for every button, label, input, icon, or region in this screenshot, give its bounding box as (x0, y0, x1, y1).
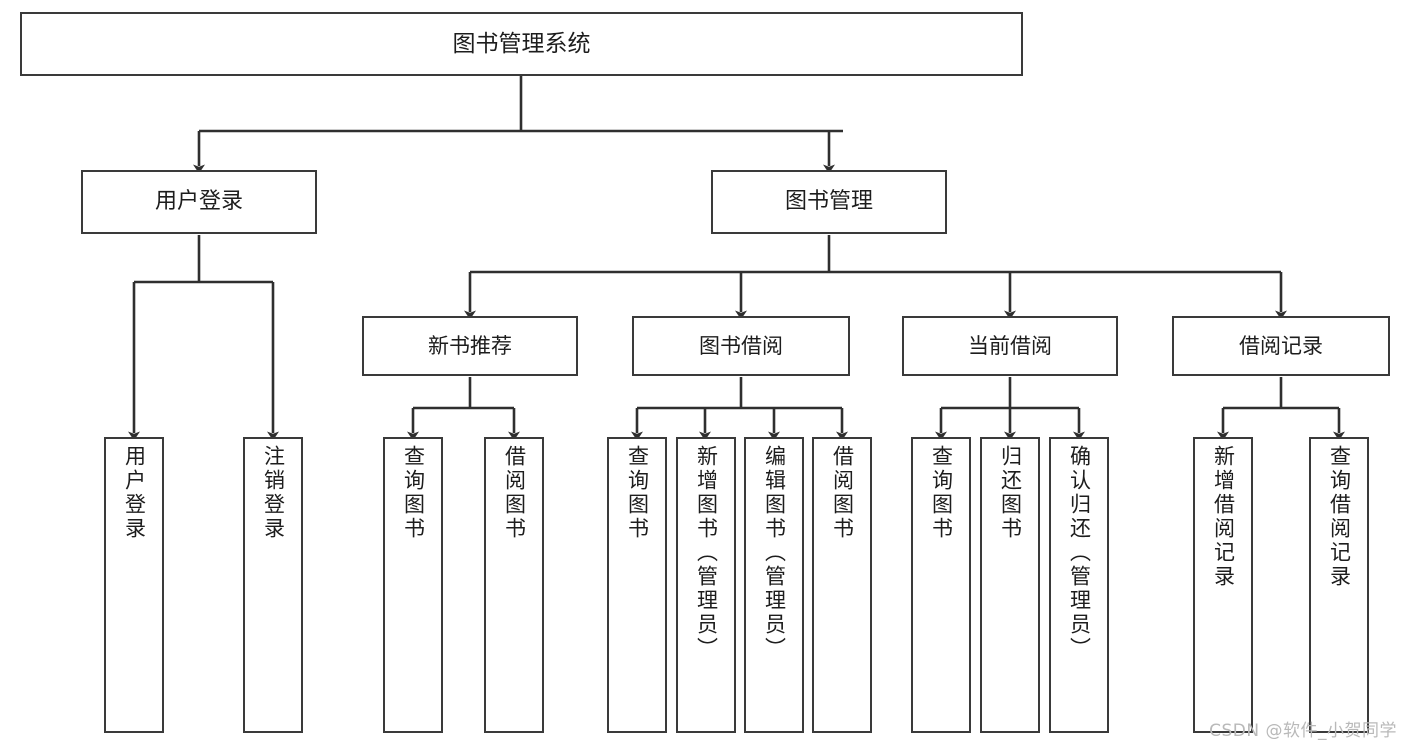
node-book-borrow[interactable]: 图书借阅 (632, 316, 850, 376)
node-leaf-confirm-return-label: 确认归还（管理员） (1067, 445, 1092, 661)
node-leaf-add-book[interactable]: 新增图书（管理员） (676, 437, 736, 733)
node-leaf-user-login-label: 用户登录 (122, 445, 147, 541)
node-leaf-logout-label: 注销登录 (261, 445, 286, 541)
node-book-management[interactable]: 图书管理 (711, 170, 947, 234)
node-leaf-query-borrow-record[interactable]: 查询借阅记录 (1309, 437, 1369, 733)
node-new-book-recommend-label: 新书推荐 (428, 333, 512, 358)
node-root-book-management-system[interactable]: 图书管理系统 (20, 12, 1023, 76)
node-leaf-query-borrow-record-label: 查询借阅记录 (1327, 445, 1352, 589)
node-borrow-record-label: 借阅记录 (1239, 333, 1323, 358)
node-leaf-return-book[interactable]: 归还图书 (980, 437, 1040, 733)
node-leaf-edit-book[interactable]: 编辑图书（管理员） (744, 437, 804, 733)
node-leaf-add-borrow-record[interactable]: 新增借阅记录 (1193, 437, 1253, 733)
node-leaf-query-book-borrow-label: 查询图书 (625, 445, 650, 541)
node-leaf-logout[interactable]: 注销登录 (243, 437, 303, 733)
node-leaf-query-book-borrow[interactable]: 查询图书 (607, 437, 667, 733)
node-leaf-borrow-book-recommend-label: 借阅图书 (502, 445, 527, 541)
node-user-login-label: 用户登录 (154, 189, 243, 215)
node-leaf-add-book-label: 新增图书（管理员） (694, 445, 719, 661)
node-leaf-borrow-book[interactable]: 借阅图书 (812, 437, 872, 733)
node-user-login[interactable]: 用户登录 (81, 170, 317, 234)
node-leaf-query-book-current-label: 查询图书 (929, 445, 954, 541)
node-leaf-confirm-return[interactable]: 确认归还（管理员） (1049, 437, 1109, 733)
node-leaf-query-book-recommend[interactable]: 查询图书 (383, 437, 443, 733)
node-leaf-edit-book-label: 编辑图书（管理员） (762, 445, 787, 661)
node-leaf-borrow-book-recommend[interactable]: 借阅图书 (484, 437, 544, 733)
node-leaf-query-book-current[interactable]: 查询图书 (911, 437, 971, 733)
node-book-management-label: 图书管理 (784, 189, 873, 215)
node-leaf-add-borrow-record-label: 新增借阅记录 (1211, 445, 1236, 589)
node-new-book-recommend[interactable]: 新书推荐 (362, 316, 578, 376)
node-leaf-return-book-label: 归还图书 (998, 445, 1023, 541)
node-current-borrow-label: 当前借阅 (968, 333, 1052, 358)
node-leaf-user-login[interactable]: 用户登录 (104, 437, 164, 733)
node-borrow-record[interactable]: 借阅记录 (1172, 316, 1390, 376)
node-root-label: 图书管理系统 (452, 30, 591, 57)
node-leaf-borrow-book-label: 借阅图书 (830, 445, 855, 541)
csdn-watermark: CSDN @软件_小贺同学 (1209, 721, 1397, 741)
node-leaf-query-book-recommend-label: 查询图书 (401, 445, 426, 541)
node-book-borrow-label: 图书借阅 (699, 333, 783, 358)
node-current-borrow[interactable]: 当前借阅 (902, 316, 1118, 376)
